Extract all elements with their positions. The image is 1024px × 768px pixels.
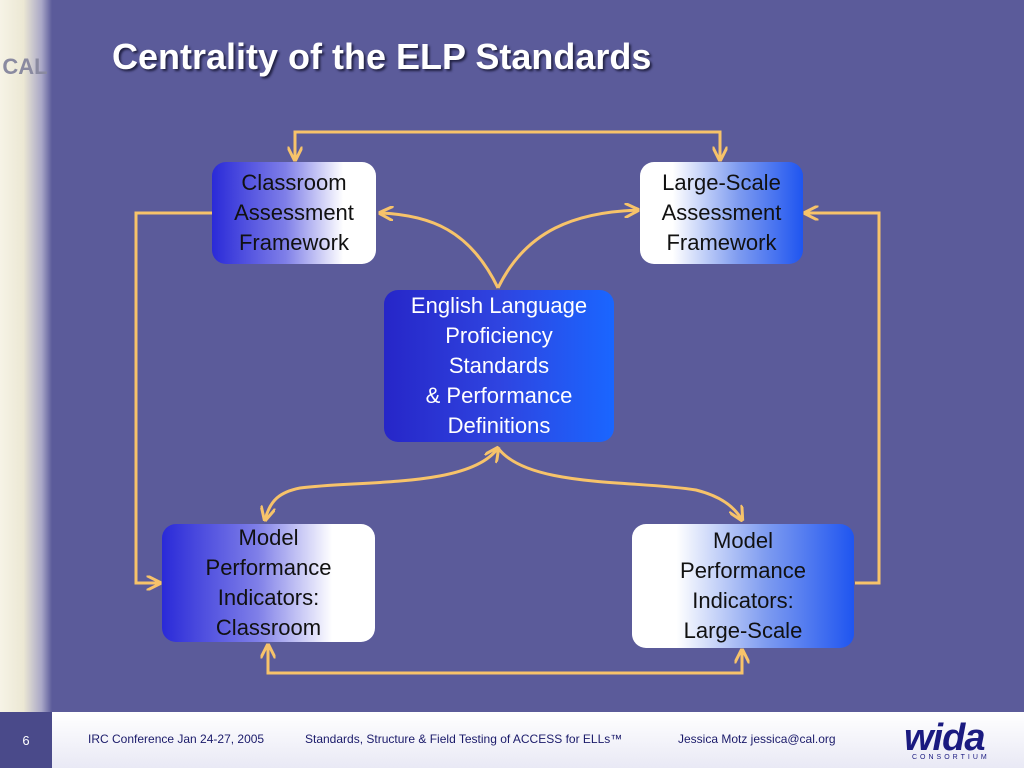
wida-consortium-logo: wida CONSORTIUM (904, 718, 1014, 764)
largescale-assessment-framework-box: Large-Scale Assessment Framework (640, 162, 803, 264)
footer-conference: IRC Conference Jan 24-27, 2005 (88, 732, 265, 746)
arrow-bottom-bracket (268, 645, 742, 675)
box-line: Performance (205, 555, 332, 580)
page-number: 6 (0, 712, 52, 768)
mpi-classroom-box: Model Performance Indicators: Classroom (162, 524, 375, 642)
box-line: Performance (680, 558, 806, 583)
box-line: Model (713, 528, 773, 553)
box-line: English Language (410, 293, 588, 318)
box-line: Standards (448, 353, 550, 378)
cal-logo: CAL (2, 54, 48, 79)
arrow-top-bracket (295, 130, 720, 160)
box-line: Classroom (215, 615, 322, 640)
box-line: Indicators: (217, 585, 320, 610)
box-line: Model (238, 525, 299, 550)
mpi-largescale-box: Model Performance Indicators: Large-Scal… (632, 524, 854, 648)
box-line: Large-Scale (683, 618, 803, 643)
box-line: Large-Scale (662, 170, 781, 195)
box-line: Indicators: (692, 588, 794, 613)
box-line: Assessment (661, 200, 782, 225)
box-line: Definitions (447, 413, 551, 438)
wida-logo-subtext: CONSORTIUM (912, 754, 990, 761)
arrow-center-to-mpi-classroom (265, 448, 498, 520)
box-line: Classroom (241, 170, 347, 195)
slide-footer: 6 IRC Conference Jan 24-27, 2005 Standar… (0, 712, 1024, 768)
box-line: Proficiency (445, 323, 553, 348)
arrow-right-bracket (805, 213, 881, 585)
arrow-center-to-mpi-largescale (496, 447, 742, 520)
footer-presenter: Jessica Motz jessica@cal.org (678, 732, 836, 746)
box-line: Framework (238, 230, 349, 255)
arrow-left-bracket (134, 211, 212, 583)
classroom-assessment-framework-box: Classroom Assessment Framework (212, 162, 376, 264)
box-line: Assessment (234, 200, 354, 225)
slide-title: Centrality of the ELP Standards (112, 36, 652, 77)
left-decorative-strip (0, 0, 52, 768)
arrow-center-to-largescale-framework (496, 210, 638, 289)
arrow-center-to-classroom-framework (380, 213, 500, 289)
footer-presentation-title: Standards, Structure & Field Testing of … (305, 732, 623, 746)
box-line: & Performance (425, 383, 573, 408)
elp-standards-box: English Language Proficiency Standards &… (384, 290, 614, 442)
wida-logo-wordmark: wida (904, 717, 985, 759)
box-line: Framework (666, 230, 777, 255)
